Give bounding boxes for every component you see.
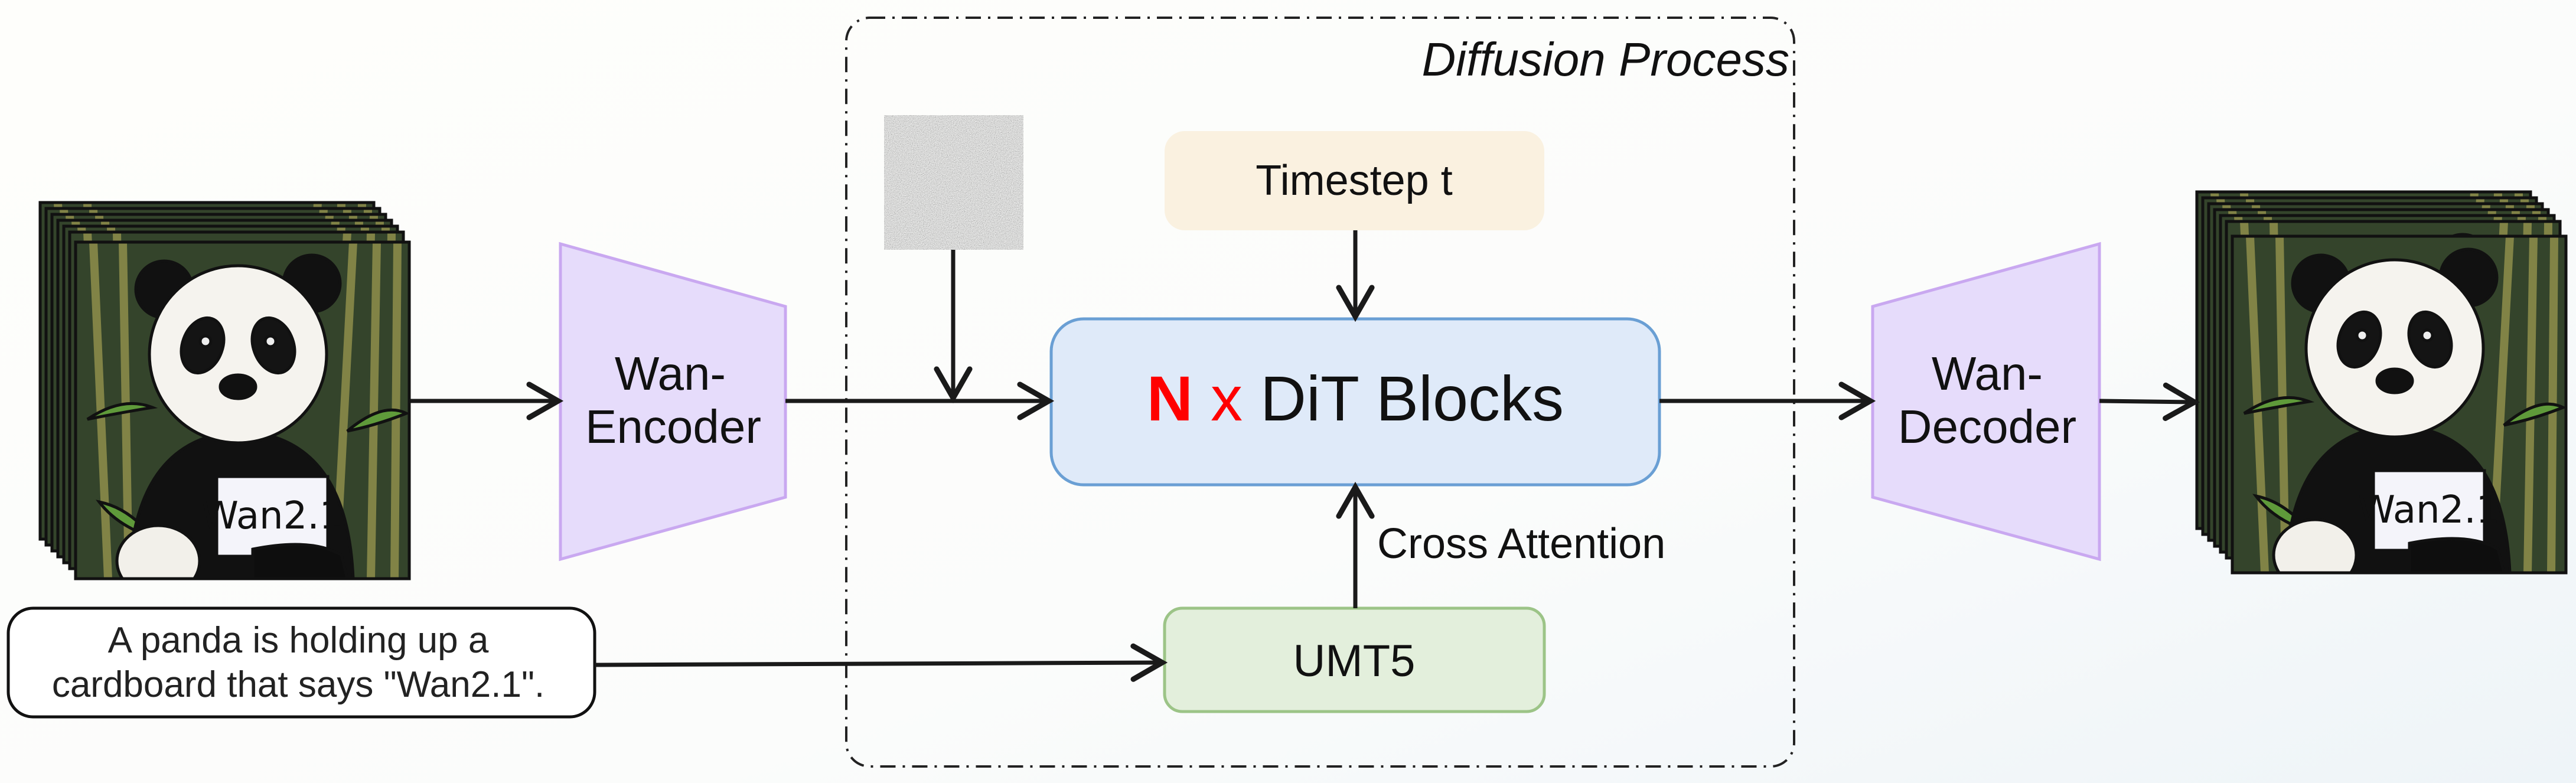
wan-encoder-block [559,242,787,562]
dit-label: N x DiT Blocks [1147,363,1564,434]
diffusion-process-region [845,17,1795,768]
decoder-label-line1: Wan- [1932,347,2043,400]
dit-x: x [1211,363,1243,434]
input-sign-text: Wan2.1 [201,494,344,538]
cross-attention-label: Cross Attention [1377,520,1665,567]
encoder-label-line2: Encoder [585,400,761,453]
encoder-label-line1: Wan- [615,347,726,400]
flow-arrows [410,230,2200,682]
arrow-prompt-to-umt5 [594,643,1168,682]
decoder-label-line2: Decoder [1898,400,2076,453]
arrow-decoder-to-video [2099,382,2200,421]
umt5-label: UMT5 [1293,636,1416,686]
prompt-line2: cardboard that says "Wan2.1". [52,664,544,705]
diffusion-process-label: Diffusion Process [1422,33,1789,86]
output-video-frames: Wan2.1 [2195,190,2568,575]
text-prompt-box [6,606,596,719]
timestep-block [1165,131,1544,230]
prompt-line1: A panda is holding up a [108,620,489,661]
noise-latent-image [884,115,1023,250]
input-video-frames: Wan2.1 [38,201,411,580]
timestep-label: Timestep t [1256,157,1452,204]
dit-n: N [1147,363,1193,434]
wan-decoder-block [1871,242,2101,562]
dit-text: DiT Blocks [1260,363,1564,434]
output-sign-text: Wan2.1 [2358,488,2500,532]
